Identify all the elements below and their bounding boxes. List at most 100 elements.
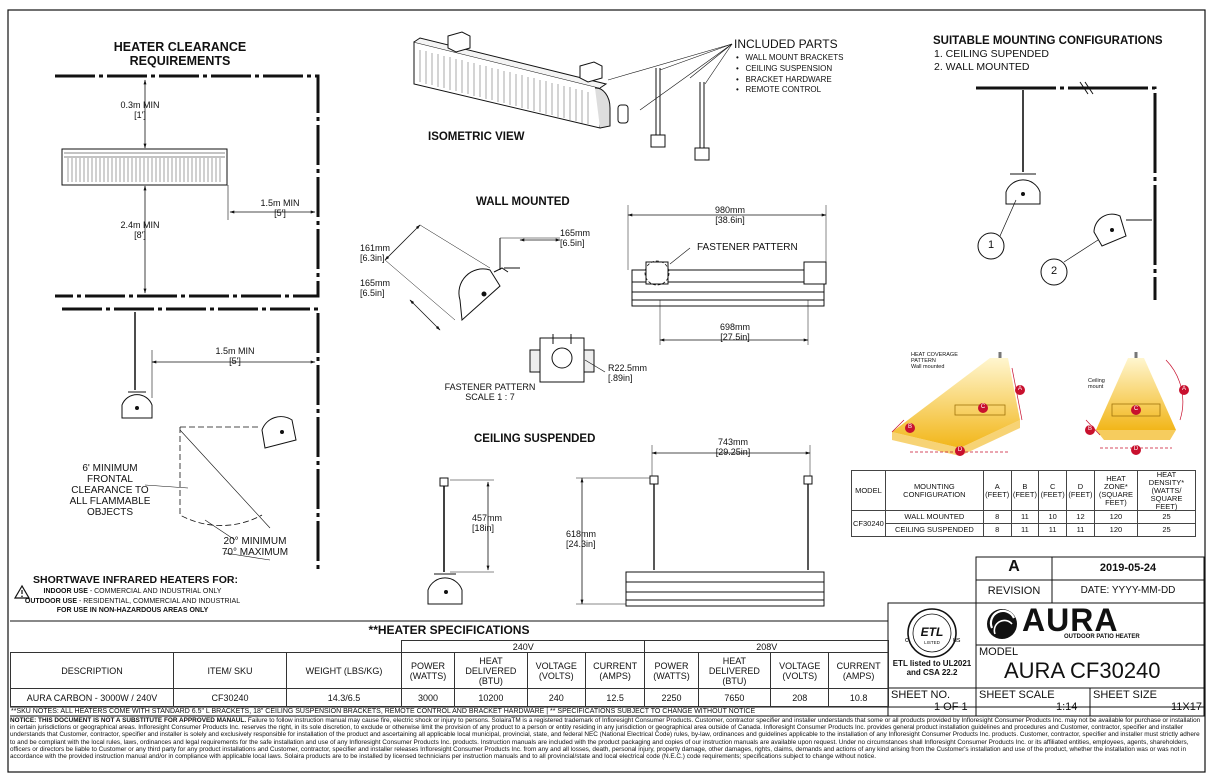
wall-mounted-front-view bbox=[627, 205, 827, 345]
warning-outdoor: OUTDOOR USE - RESIDENTIAL, COMMERCIAL AN… bbox=[24, 598, 241, 605]
voltage-group-240: 240V bbox=[400, 640, 646, 653]
mounting-title: SUITABLE MOUNTING CONFIGURATIONS bbox=[933, 35, 1163, 47]
table-cell: 8 bbox=[982, 523, 1012, 538]
etl-c: c bbox=[905, 637, 909, 644]
table-cell: 10200 bbox=[454, 688, 528, 707]
table-cell: 11 bbox=[1038, 523, 1068, 538]
dim-980: 980mm[38.6in] bbox=[714, 205, 745, 225]
dim-457: 457mm[18in] bbox=[472, 513, 503, 533]
specs-title: **HEATER SPECIFICATIONS bbox=[368, 623, 530, 637]
fastener-pattern-callout: FASTENER PATTERN bbox=[697, 242, 798, 253]
marker-b: B bbox=[907, 424, 912, 430]
sheet-scale-label: SHEET SCALE bbox=[979, 689, 1055, 701]
table-cell: CEILING SUSPENDED bbox=[884, 523, 984, 538]
warning-triangle-icon bbox=[13, 584, 31, 599]
table-cell: 120 bbox=[1093, 510, 1139, 525]
legal-notice: NOTICE: THIS DOCUMENT IS NOT A SUBSTITUT… bbox=[10, 717, 1201, 760]
table-header: POWER (WATTS) bbox=[644, 652, 699, 689]
warning-indoor: INDOOR USE - COMMERCIAL AND INDUSTRIAL O… bbox=[43, 588, 222, 595]
ceiling-suspended-side-view bbox=[427, 477, 494, 605]
list-item: • REMOTE CONTROL bbox=[736, 85, 822, 95]
ceiling-suspended-front-view bbox=[576, 445, 825, 607]
side-min-dim: 1.5m MIN[5'] bbox=[260, 198, 300, 218]
table-cell: 208 bbox=[770, 688, 830, 707]
date-label: DATE: YYYY-MM-DD bbox=[1080, 585, 1176, 596]
list-item: • CEILING SUSPENSION bbox=[736, 63, 833, 73]
mounting-config-diagram bbox=[976, 81, 1157, 300]
revision-value: A bbox=[1008, 558, 1020, 575]
table-cell: 11 bbox=[1010, 523, 1040, 538]
etl-logo-text: ETL bbox=[920, 625, 944, 639]
table-cell: CF30240 bbox=[173, 688, 287, 707]
table-cell: AURA CARBON - 3000W / 240V bbox=[10, 688, 174, 707]
table-cell: 240 bbox=[526, 688, 586, 707]
table-header: VOLTAGE (VOLTS) bbox=[526, 652, 586, 689]
etl-listed: LISTED bbox=[924, 640, 940, 645]
heat-zone-table: MODEL MOUNTING CONFIGURATION A (FEET) B … bbox=[851, 469, 1196, 538]
table-header: WEIGHT (LBS/KG) bbox=[286, 652, 402, 689]
table-row: AURA CARBON - 3000W / 240V CF30240 14.3/… bbox=[10, 688, 889, 707]
table-cell bbox=[10, 640, 402, 653]
table-cell: 11 bbox=[1066, 523, 1095, 538]
table-cell: 2250 bbox=[644, 688, 699, 707]
marker-d: D bbox=[957, 447, 963, 453]
config-number-2: 2 bbox=[1050, 265, 1058, 277]
list-item: • WALL MOUNT BRACKETS bbox=[736, 53, 844, 62]
table-cell: 10 bbox=[1038, 510, 1068, 525]
model-value: AURA CF30240 bbox=[1004, 658, 1161, 683]
model-label: MODEL bbox=[979, 646, 1019, 658]
table-header: VOLTAGE (VOLTS) bbox=[770, 652, 830, 689]
below-min-dim: 2.4m MIN[8'] bbox=[120, 220, 160, 240]
warning-hazard: FOR USE IN NON-HAZARDOUS AREAS ONLY bbox=[56, 607, 209, 614]
top-min-dim: 0.3m MIN[1'] bbox=[120, 100, 160, 120]
ceiling-suspended-label: CEILING SUSPENDED bbox=[474, 433, 596, 445]
dim-165-b: 165mm[6.5in] bbox=[360, 278, 391, 298]
table-header: POWER (WATTS) bbox=[400, 652, 456, 689]
table-cell: 10.8 bbox=[828, 688, 889, 707]
table-cell: CF30240 bbox=[851, 510, 886, 538]
etl-us: us bbox=[953, 637, 961, 644]
included-parts-list: • WALL MOUNT BRACKETS • CEILING SUSPENSI… bbox=[736, 53, 843, 96]
dim-165-a: 165mm[6.5in] bbox=[560, 228, 591, 248]
clearance-diagram bbox=[55, 74, 320, 298]
table-cell: 11 bbox=[1010, 510, 1040, 525]
table-header: MOUNTING CONFIGURATION bbox=[884, 469, 984, 512]
date-value: 2019-05-24 bbox=[1099, 562, 1157, 574]
table-header: B (FEET) bbox=[1010, 469, 1040, 512]
dim-743: 743mm[29.25in] bbox=[715, 437, 751, 457]
fastener-detail bbox=[529, 334, 606, 383]
included-parts-title: INCLUDED PARTS bbox=[734, 37, 838, 51]
table-cell: 7650 bbox=[697, 688, 772, 707]
marker-c: C bbox=[980, 404, 986, 410]
table-header: HEAT DELIVERED (BTU) bbox=[454, 652, 528, 689]
table-cell: 12 bbox=[1066, 510, 1095, 525]
table-cell: 3000 bbox=[400, 688, 456, 707]
sheet-no-value: 1 OF 1 bbox=[934, 701, 968, 713]
table-row: CEILING SUSPENDED 8 11 11 11 120 25 bbox=[852, 523, 1196, 538]
clearance-diagram-2 bbox=[62, 307, 320, 570]
isometric-heater bbox=[413, 31, 733, 161]
dim-698: 698mm[27.5in] bbox=[719, 322, 750, 342]
warning-title: SHORTWAVE INFRARED HEATERS FOR: bbox=[33, 574, 238, 586]
list-item: • BRACKET HARDWARE bbox=[736, 74, 832, 84]
marker-a-2: A bbox=[1181, 386, 1186, 392]
table-cell: 14.3/6.5 bbox=[286, 688, 402, 707]
table-header: CURRENT (AMPS) bbox=[584, 652, 646, 689]
marker-a: A bbox=[1017, 386, 1022, 392]
aura-logo-mark bbox=[987, 609, 1017, 639]
table-cell: WALL MOUNTED bbox=[884, 510, 984, 525]
voltage-group-208: 208V bbox=[644, 640, 889, 653]
heat-coverage-ceiling bbox=[1085, 352, 1189, 455]
table-cell: 120 bbox=[1093, 523, 1139, 538]
mounting-option-2: 2. WALL MOUNTED bbox=[934, 61, 1030, 73]
table-cell: 25 bbox=[1137, 510, 1196, 525]
brand-logo-text: AURA bbox=[1022, 602, 1119, 638]
table-header: HEAT ZONE* (SQUARE FEET) bbox=[1093, 469, 1139, 512]
dim-radius: R22.5mm[.89in] bbox=[608, 363, 648, 383]
revision-label: REVISION bbox=[987, 585, 1041, 597]
wall-mounted-label: WALL MOUNTED bbox=[476, 196, 570, 208]
